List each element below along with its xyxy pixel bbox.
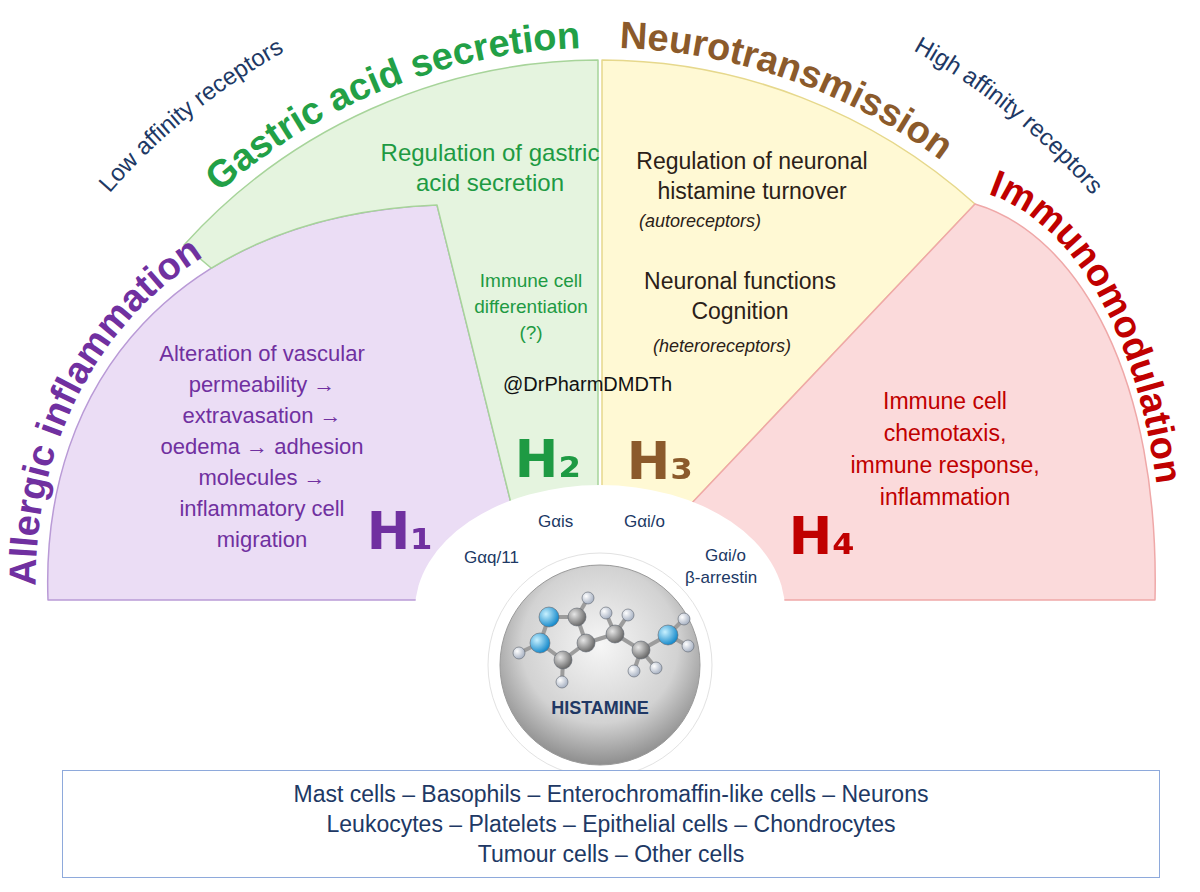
bond-line [634,650,641,671]
bond-line [606,613,615,634]
watermark: @DrPharmDMDTh [503,372,672,396]
atom-ball [682,640,694,652]
g-protein-label: Gαi/o [622,512,667,532]
sector-wedge [602,60,975,600]
receptor-label: H₁ [340,500,460,562]
g-protein-label: Gαi/o [703,546,748,566]
g-protein-label: Gαq/11 [462,548,521,568]
bond-line [549,615,577,619]
molecule-name: HISTAMINE [505,697,695,719]
receptor-label: H₂ [488,428,608,490]
atom-ball [600,607,612,619]
bond-line [562,660,563,682]
atom-ball [628,665,640,677]
bond-line [641,635,668,650]
affinity-label: Low affinity receptors [93,33,287,197]
sector-title: Allergic inflammation [2,228,209,586]
histamine-disk [500,565,700,765]
sector-wedge [48,205,535,600]
bond-line [641,650,656,668]
sector-title: Immunomodulation [985,162,1191,486]
bond-line [615,634,641,650]
sector-title: Neurotransmission [619,14,961,167]
molecule-icon [513,592,694,688]
cell-list-box: Mast cells – Basophils – Enterochromaffi… [62,770,1160,878]
atom-ball [622,609,634,621]
bond-line [668,635,688,646]
cell-list-line: Leukocytes – Platelets – Epithelial cell… [73,809,1149,839]
affinity-label: High affinity receptors [911,31,1109,199]
atom-ball [606,625,624,643]
sector-title: Neurotransmission [619,14,961,167]
bond-line [668,619,684,635]
atom-ball [577,634,595,652]
sector-title: Allergic inflammation [2,228,209,586]
disk-ring [488,553,712,777]
sector-title: Immunomodulation [985,162,1191,486]
atom-ball [568,608,586,626]
bond-line [615,615,628,634]
receptor-label: H₃ [600,430,720,492]
function-text: Regulation of gastric acid secretion [373,138,608,198]
atom-ball [530,633,550,653]
bond-line [586,634,615,643]
function-text: Immune cell differentiation (?) [461,268,601,346]
g-protein-label: β-arrestin [683,568,759,588]
atom-ball [554,651,572,669]
bond-line [577,598,588,617]
bond-line [519,643,540,653]
function-text: Regulation of neuronal histamine turnove… [607,146,897,206]
receptor-sector: Allergic inflammationAlteration of vascu… [40,190,550,610]
atom-ball [539,607,559,627]
function-text: Immune cell chemotaxis, immune response,… [848,385,1043,513]
atom-ball [650,662,662,674]
receptor-sector: ImmunomodulationImmune cell chemotaxis, … [670,195,1165,605]
function-text: Alteration of vascular permeability → ex… [147,338,377,555]
g-protein-label: Gαis [536,512,575,532]
affinity-label: High affinity receptors [911,31,1109,199]
bond-line [563,643,586,660]
atom-ball [513,647,525,659]
sector-wedge [680,204,1155,600]
atom-ball [678,613,690,625]
atom-ball [658,625,678,645]
histamine-hub: HISTAMINE [488,553,712,777]
cell-list-line: Tumour cells – Other cells [73,839,1149,869]
affinity-label: Low affinity receptors [93,33,287,197]
atom-ball [632,641,650,659]
bond-line [540,617,549,643]
function-text: (heteroreceptors) [622,334,822,358]
bond-line [540,643,563,660]
atom-ball [582,592,594,604]
hub-ground [415,485,785,735]
cell-list-line: Mast cells – Basophils – Enterochromaffi… [73,779,1149,809]
receptor-label: H₄ [762,505,882,567]
atom-ball [556,676,568,688]
bond-line [577,617,586,643]
function-text: Neuronal functions Cognition [638,266,843,326]
function-text: (autoreceptors) [600,209,800,233]
